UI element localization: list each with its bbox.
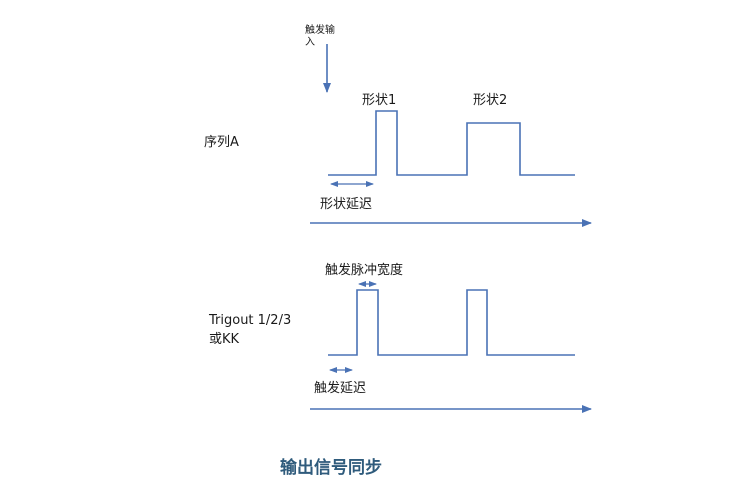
diagram-caption: 输出信号同步 [280, 457, 382, 478]
shape1-label: 形状1 [362, 93, 396, 108]
sequence-a-row-label: 序列A [204, 135, 239, 150]
trigout-waveform [328, 289, 575, 356]
trigout-row-label-line1: Trigout 1/2/3 [208, 313, 291, 328]
shape-delay-label: 形状延迟 [320, 197, 372, 212]
trigger-pulse-width-label: 触发脉冲宽度 [325, 262, 403, 278]
shape2-label: 形状2 [473, 93, 507, 108]
trigger-input-label-line1: 触发输 [305, 23, 335, 36]
trigger-input-label-line2: 入 [305, 37, 315, 48]
sequence-a-waveform [328, 110, 575, 176]
trigger-delay-label: 触发延迟 [314, 380, 366, 396]
trigout-row-label-line2: 或KK [209, 332, 240, 347]
